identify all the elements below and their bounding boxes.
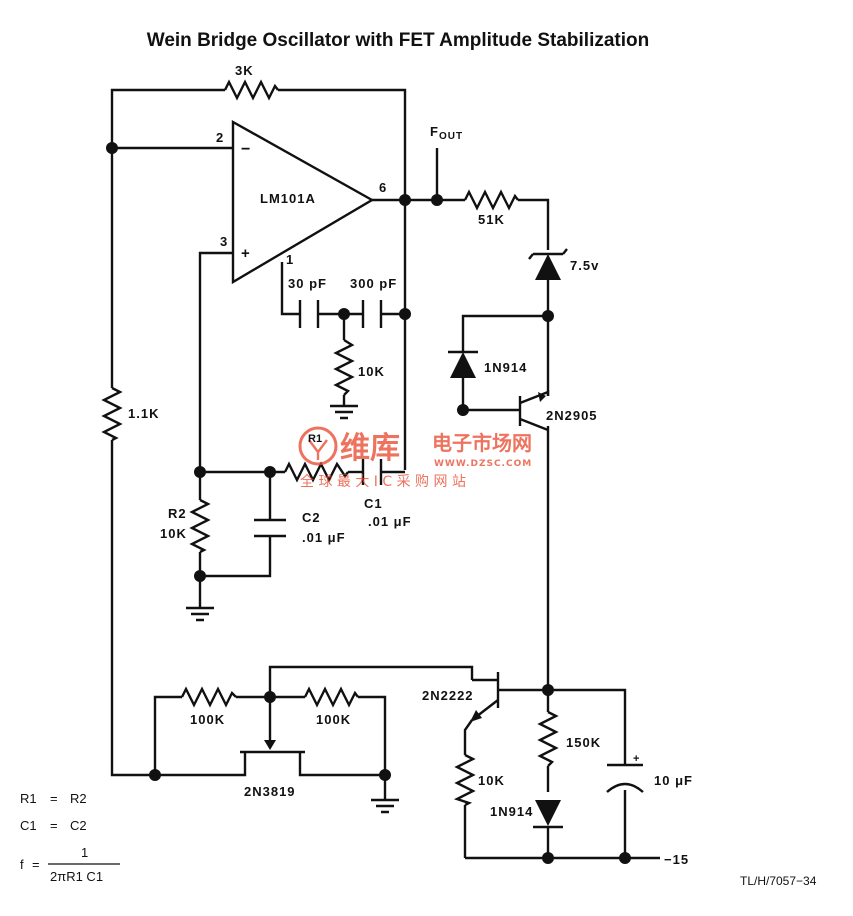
ground-symbol: [371, 798, 399, 814]
component-labels: 3K 2 − LM101A 6 3 + 1 FOUT 30 pF 300 pF …: [128, 63, 693, 867]
label-r1: R1: [308, 433, 322, 445]
label-c2-value: .01 μF: [302, 530, 346, 545]
label-3k: 3K: [235, 63, 254, 78]
eq1-right: R2: [70, 791, 87, 806]
capacitor-c1: [361, 459, 383, 485]
label-pot-left: 100K: [190, 712, 225, 727]
label-2n2222: 2N2222: [422, 688, 474, 703]
label-51k: 51K: [478, 212, 505, 227]
label-c2-name: C2: [302, 510, 321, 525]
opamp-lm101a: [231, 119, 375, 285]
eq3-numerator: 1: [81, 845, 88, 860]
resistor-pot-left: [180, 686, 237, 708]
resistor-r2: [189, 498, 211, 554]
eq2-right: C2: [70, 818, 87, 833]
label-zener-7-5v: 7.5v: [570, 258, 599, 273]
page-title: Wein Bridge Oscillator with FET Amplitud…: [147, 30, 649, 51]
watermark-tagline: 电子市场网: [432, 431, 532, 455]
label-10k-emitter: 10K: [478, 773, 505, 788]
label-pot-right: 100K: [316, 712, 351, 727]
watermark-url: WWW.DZSC.COM: [434, 459, 532, 469]
ground-symbol: [330, 404, 358, 420]
watermark-logo-icon: [298, 426, 338, 466]
label-150k: 150K: [566, 735, 601, 750]
label-pin-1: 1: [286, 252, 294, 267]
label-10uf: 10 μF: [654, 773, 693, 788]
label-minus: −: [241, 141, 251, 158]
label-1n914-lower: 1N914: [490, 804, 533, 819]
label-pin-6: 6: [379, 180, 387, 195]
wires: [110, 88, 660, 860]
label-1n914-upper: 1N914: [484, 360, 527, 375]
label-supply: −15: [664, 852, 689, 867]
label-10k-comp: 10K: [358, 364, 385, 379]
fet-2n3819: [240, 740, 305, 757]
watermark: 维库 电子市场网 WWW.DZSC.COM 全 球 最 大 I C 采 购 网 …: [298, 426, 532, 490]
eq1-left: R1: [20, 791, 37, 806]
label-30pf: 30 pF: [288, 276, 327, 291]
label-2n3819: 2N3819: [244, 784, 296, 799]
label-300pf: 300 pF: [350, 276, 397, 291]
eq2-left: C1: [20, 818, 37, 833]
label-pin-2: 2: [216, 130, 224, 145]
eq1-op: =: [50, 791, 58, 806]
capacitor-10uf: [606, 763, 644, 793]
capacitor-30pf: [298, 300, 320, 328]
eq3-op: =: [32, 857, 40, 872]
label-pin-3: 3: [220, 234, 228, 249]
ground-symbol: [186, 606, 214, 622]
transistor-2n2905: [518, 390, 550, 432]
resistor-10k-comp: [333, 338, 355, 396]
eq3-denominator: 2πR1 C1: [50, 869, 103, 884]
resistor-51k: [463, 189, 519, 211]
zener-diode: [528, 248, 568, 280]
label-fout: FOUT: [430, 124, 463, 142]
label-r2-name: R2: [168, 506, 187, 521]
label-2n2905: 2N2905: [546, 408, 598, 423]
label-c1-value: .01 μF: [368, 514, 412, 529]
capacitor-300pf: [361, 300, 383, 328]
figure-code: TL/H/7057−34: [740, 874, 817, 888]
eq2-op: =: [50, 818, 58, 833]
diode-1n914-upper: [448, 350, 478, 378]
label-r2-value: 10K: [160, 526, 187, 541]
label-plus: +: [241, 245, 251, 262]
label-lm101a: LM101A: [260, 191, 316, 206]
resistor-1-1k: [101, 386, 123, 442]
capacitor-c2: [254, 518, 286, 538]
transistor-2n2222: [470, 672, 500, 722]
eq3-left: f: [20, 857, 24, 872]
label-cap-plus: +: [633, 753, 640, 765]
resistor-150k: [537, 710, 559, 767]
design-equations: R1 = R2 C1 = C2 f = 1 2πR1 C1: [20, 791, 120, 884]
diode-1n914-lower: [533, 800, 563, 829]
resistor-r1: [283, 461, 349, 483]
resistor-10k-emitter: [453, 753, 476, 807]
label-c1-name: C1: [364, 496, 383, 511]
watermark-slogan: 全 球 最 大 I C 采 购 网 站: [300, 473, 466, 490]
junction-dots: [106, 142, 631, 864]
resistor-pot-right: [303, 686, 359, 708]
label-1-1k: 1.1K: [128, 406, 159, 421]
resistor-3k: [223, 79, 279, 101]
watermark-brand: 维库: [340, 431, 400, 466]
